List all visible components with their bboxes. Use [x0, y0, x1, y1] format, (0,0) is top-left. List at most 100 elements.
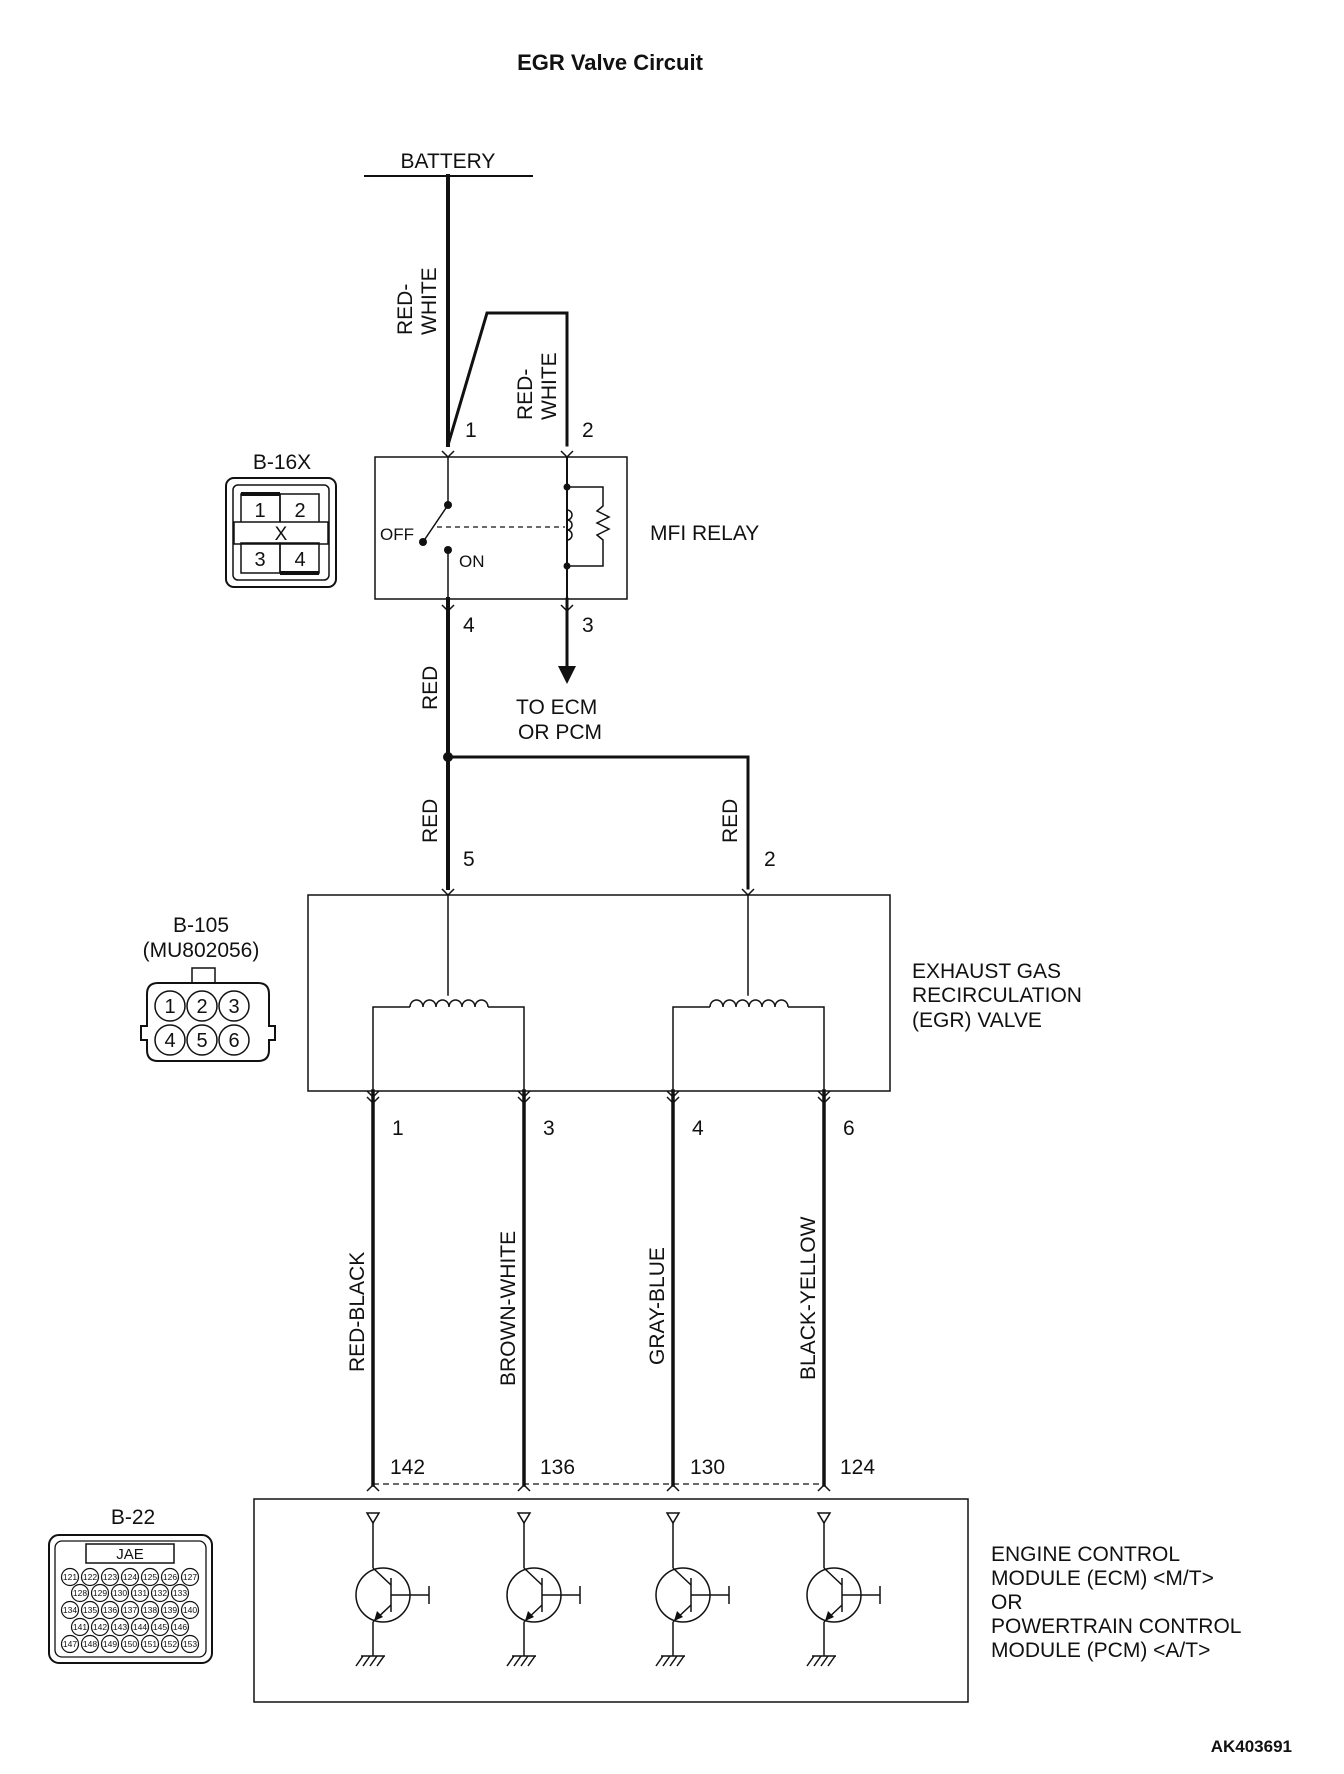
wire-label-battery-coil: RED- WHITE [514, 352, 561, 420]
ecm-pin-136: 136 [540, 1456, 575, 1479]
ecm-transistor [506, 1512, 581, 1667]
svg-text:146: 146 [173, 1622, 187, 1632]
svg-text:123: 123 [103, 1572, 117, 1582]
svg-text:OR: OR [991, 1591, 1023, 1614]
svg-text:143: 143 [113, 1622, 127, 1632]
svg-text:128: 128 [73, 1588, 87, 1598]
relay-pin-2: 2 [582, 419, 594, 442]
ecm-pin-130: 130 [690, 1456, 725, 1479]
svg-text:POWERTRAIN CONTROL: POWERTRAIN CONTROL [991, 1615, 1241, 1638]
egr-valve-label: EXHAUST GAS RECIRCULATION (EGR) VALVE [912, 960, 1082, 1032]
svg-text:4: 4 [294, 549, 305, 571]
svg-text:MODULE (ECM) <M/T>: MODULE (ECM) <M/T> [991, 1567, 1214, 1590]
svg-text:3: 3 [254, 549, 265, 571]
svg-text:4: 4 [164, 1030, 175, 1052]
egr-pin-6: 6 [843, 1117, 855, 1140]
ecm-transistors [355, 1512, 881, 1667]
relay-pin-3-terminal [560, 604, 574, 613]
svg-text:152: 152 [163, 1639, 177, 1649]
svg-text:TO ECM: TO ECM [516, 696, 597, 719]
relay-switch [419, 456, 565, 600]
svg-text:5: 5 [196, 1030, 207, 1052]
wire-label-sig1: RED-BLACK [346, 1252, 369, 1372]
svg-text:139: 139 [163, 1605, 177, 1615]
relay-off-label: OFF [380, 525, 414, 544]
ecm-transistor [655, 1512, 730, 1667]
wire-label-sig4: GRAY-BLUE [646, 1247, 669, 1365]
wire-egr-right-feed [446, 755, 750, 890]
svg-text:JAE: JAE [116, 1546, 144, 1563]
connector-b16x-label: B-16X [253, 451, 311, 474]
svg-text:126: 126 [163, 1572, 177, 1582]
svg-text:153: 153 [183, 1639, 197, 1649]
svg-text:1: 1 [254, 500, 265, 522]
svg-text:132: 132 [153, 1588, 167, 1598]
egr-pin-4: 4 [692, 1117, 704, 1140]
svg-text:RECIRCULATION: RECIRCULATION [912, 984, 1082, 1007]
connector-b105: B-105 (MU802056) 1 2 3 4 5 6 [140, 914, 276, 1062]
egr-pin-1: 1 [392, 1117, 404, 1140]
egr-pin-5: 5 [463, 848, 475, 871]
egr-coil-left [372, 894, 525, 1091]
battery-label: BATTERY [401, 150, 496, 173]
svg-text:131: 131 [133, 1588, 147, 1598]
connector-b105-label: B-105 [173, 914, 229, 937]
svg-text:142: 142 [93, 1622, 107, 1632]
svg-text:122: 122 [83, 1572, 97, 1582]
relay-on-label: ON [459, 552, 485, 571]
svg-text:137: 137 [123, 1605, 137, 1615]
svg-text:135: 135 [83, 1605, 97, 1615]
connector-b22-pins: 121 122 123 124 125 126 127 128 129 130 131 132 133 1… [60, 1567, 200, 1654]
svg-text:MODULE (PCM) <A/T>: MODULE (PCM) <A/T> [991, 1639, 1210, 1662]
relay-coil [563, 456, 611, 600]
wire-label-sig6: BLACK-YELLOW [797, 1216, 820, 1380]
svg-text:X: X [275, 524, 288, 545]
wire-label-egr-left: RED [419, 799, 442, 843]
svg-text:133: 133 [173, 1588, 187, 1598]
egr-pin-3: 3 [543, 1117, 555, 1140]
svg-text:WHITE: WHITE [538, 352, 561, 420]
figure-id: AK403691 [1211, 1737, 1292, 1756]
svg-text:121: 121 [63, 1572, 77, 1582]
ecm-transistor [806, 1512, 881, 1667]
mfi-relay-box [374, 456, 628, 600]
ecm-label: ENGINE CONTROL MODULE (ECM) <M/T> OR POW… [991, 1543, 1241, 1662]
to-ecm-label: TO ECM OR PCM [516, 696, 602, 744]
svg-text:150: 150 [123, 1639, 137, 1649]
connector-b16x: B-16X 1 2 X 3 4 [225, 451, 337, 588]
relay-pin-1: 1 [465, 419, 477, 442]
svg-text:ENGINE CONTROL: ENGINE CONTROL [991, 1543, 1180, 1566]
ecm-transistor [355, 1512, 430, 1667]
wire-battery-coil [446, 311, 569, 447]
svg-text:129: 129 [93, 1588, 107, 1598]
svg-text:124: 124 [123, 1572, 137, 1582]
svg-text:125: 125 [143, 1572, 157, 1582]
relay-pin-3: 3 [582, 614, 594, 637]
ecm-pin-142: 142 [390, 1456, 425, 1479]
wire-label-sig3: BROWN-WHITE [497, 1231, 520, 1386]
svg-text:144: 144 [133, 1622, 147, 1632]
connector-b105-part: (MU802056) [143, 939, 260, 962]
svg-text:141: 141 [73, 1622, 87, 1632]
svg-text:3: 3 [228, 996, 239, 1018]
egr-pin-2-terminal [741, 888, 755, 897]
svg-text:149: 149 [103, 1639, 117, 1649]
svg-text:EXHAUST GAS: EXHAUST GAS [912, 960, 1061, 983]
connector-b22-label: B-22 [111, 1506, 155, 1529]
svg-text:130: 130 [113, 1588, 127, 1598]
egr-pin-2: 2 [764, 848, 776, 871]
svg-text:2: 2 [294, 500, 305, 522]
svg-text:2: 2 [196, 996, 207, 1018]
ecm-pin-terminals [366, 1483, 831, 1492]
svg-text:RED-: RED- [514, 369, 537, 420]
wire-label-relay-out: RED [419, 666, 442, 710]
svg-text:(EGR) VALVE: (EGR) VALVE [912, 1009, 1042, 1032]
svg-text:136: 136 [103, 1605, 117, 1615]
svg-text:127: 127 [183, 1572, 197, 1582]
relay-pin-4-terminal [441, 604, 455, 613]
svg-text:148: 148 [83, 1639, 97, 1649]
egr-valve-box [307, 894, 891, 1092]
svg-text:140: 140 [183, 1605, 197, 1615]
